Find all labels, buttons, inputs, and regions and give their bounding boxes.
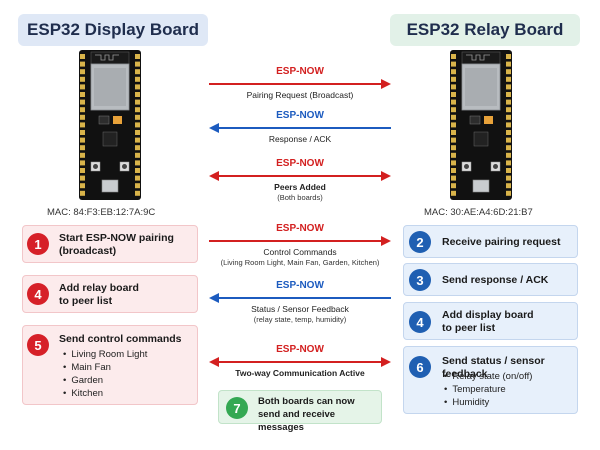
arrow-sublabel: (relay state, temp, humidity)	[253, 315, 347, 324]
step-add-display-peer: 4 Add display board to peer list	[403, 302, 578, 340]
list-item: Main Fan	[63, 361, 147, 374]
step-title: Start ESP-NOW pairing (broadcast)	[59, 232, 174, 257]
arrow-left-icon	[209, 293, 391, 303]
command-list: Living Room Light Main Fan Garden Kitche…	[63, 348, 147, 400]
arrow-pairing-request: ESP-NOW Pairing Request (Broadcast)	[205, 66, 395, 101]
espnow-tag: ESP-NOW	[276, 110, 324, 121]
step-add-relay-peer: 4 Add relay board to peer list	[22, 275, 198, 313]
arrow-label: Pairing Request (Broadcast)	[246, 90, 354, 100]
espnow-tag: ESP-NOW	[276, 223, 324, 234]
arrow-sublabel: (Both boards)	[277, 193, 323, 202]
step-send-status: 6 Send status / sensor feedback Relay st…	[403, 346, 578, 414]
arrow-sublabel: (Living Room Light, Main Fan, Garden, Ki…	[220, 258, 380, 267]
relay-board-mac: MAC: 30:AE:A4:6D:21:B7	[424, 207, 533, 218]
list-item: Humidity	[444, 396, 532, 409]
arrow-label: Two-way Communication Active	[235, 368, 365, 378]
relay-board-title: ESP32 Relay Board	[390, 14, 580, 46]
arrow-both-icon	[209, 171, 391, 181]
arrow-response-ack: ESP-NOW Response / ACK	[205, 110, 395, 145]
step-title: Both boards can now send and receive mes…	[258, 396, 355, 433]
arrow-peers-added: ESP-NOW Peers Added (Both boards)	[205, 158, 395, 203]
step-title: Send control commands	[59, 333, 182, 345]
arrow-both-icon	[209, 357, 391, 367]
arrow-right-icon	[209, 79, 391, 89]
step-title: Add relay board to peer list	[59, 282, 139, 307]
step-receive-pairing: 2 Receive pairing request	[403, 225, 578, 258]
step-number: 6	[409, 356, 431, 378]
display-board-title: ESP32 Display Board	[18, 14, 208, 46]
feedback-list: Relay state (on/off) Temperature Humidit…	[444, 370, 532, 409]
arrow-left-icon	[209, 123, 391, 133]
esp32-display-board-image	[79, 50, 141, 200]
espnow-tag: ESP-NOW	[276, 280, 324, 291]
arrow-label: Response / ACK	[268, 134, 332, 144]
step-title: Add display board to peer list	[442, 309, 534, 334]
step-number: 3	[409, 269, 431, 291]
arrow-label: Peers Added	[274, 182, 326, 192]
list-item: Relay state (on/off)	[444, 370, 532, 383]
step-number: 4	[27, 283, 49, 305]
list-item: Kitchen	[63, 387, 147, 400]
step-number: 5	[27, 334, 49, 356]
arrow-label: Status / Sensor Feedback	[251, 304, 349, 314]
step-number: 7	[226, 397, 248, 419]
step-send-ack: 3 Send response / ACK	[403, 263, 578, 296]
step-number: 4	[409, 311, 431, 333]
arrow-right-icon	[209, 236, 391, 246]
list-item: Living Room Light	[63, 348, 147, 361]
list-item: Temperature	[444, 383, 532, 396]
espnow-tag: ESP-NOW	[276, 158, 324, 169]
step-number: 2	[409, 231, 431, 253]
arrow-status-feedback: ESP-NOW Status / Sensor Feedback (relay …	[205, 280, 395, 325]
arrow-control-commands: ESP-NOW Control Commands (Living Room Li…	[205, 223, 395, 268]
arrow-label: Control Commands	[263, 247, 337, 257]
arrow-two-way: ESP-NOW Two-way Communication Active	[205, 344, 395, 379]
esp32-relay-board-image	[450, 50, 512, 200]
display-board-mac: MAC: 84:F3:EB:12:7A:9C	[47, 207, 156, 218]
espnow-tag: ESP-NOW	[276, 344, 324, 355]
step-number: 1	[27, 233, 49, 255]
step-title: Send response / ACK	[442, 274, 549, 286]
step-start-pairing: 1 Start ESP-NOW pairing (broadcast)	[22, 225, 198, 263]
step-title: Receive pairing request	[442, 236, 561, 248]
step-send-control-commands: 5 Send control commands Living Room Ligh…	[22, 325, 198, 405]
list-item: Garden	[63, 374, 147, 387]
espnow-tag: ESP-NOW	[276, 66, 324, 77]
step-two-way-ready: 7 Both boards can now send and receive m…	[218, 390, 382, 433]
